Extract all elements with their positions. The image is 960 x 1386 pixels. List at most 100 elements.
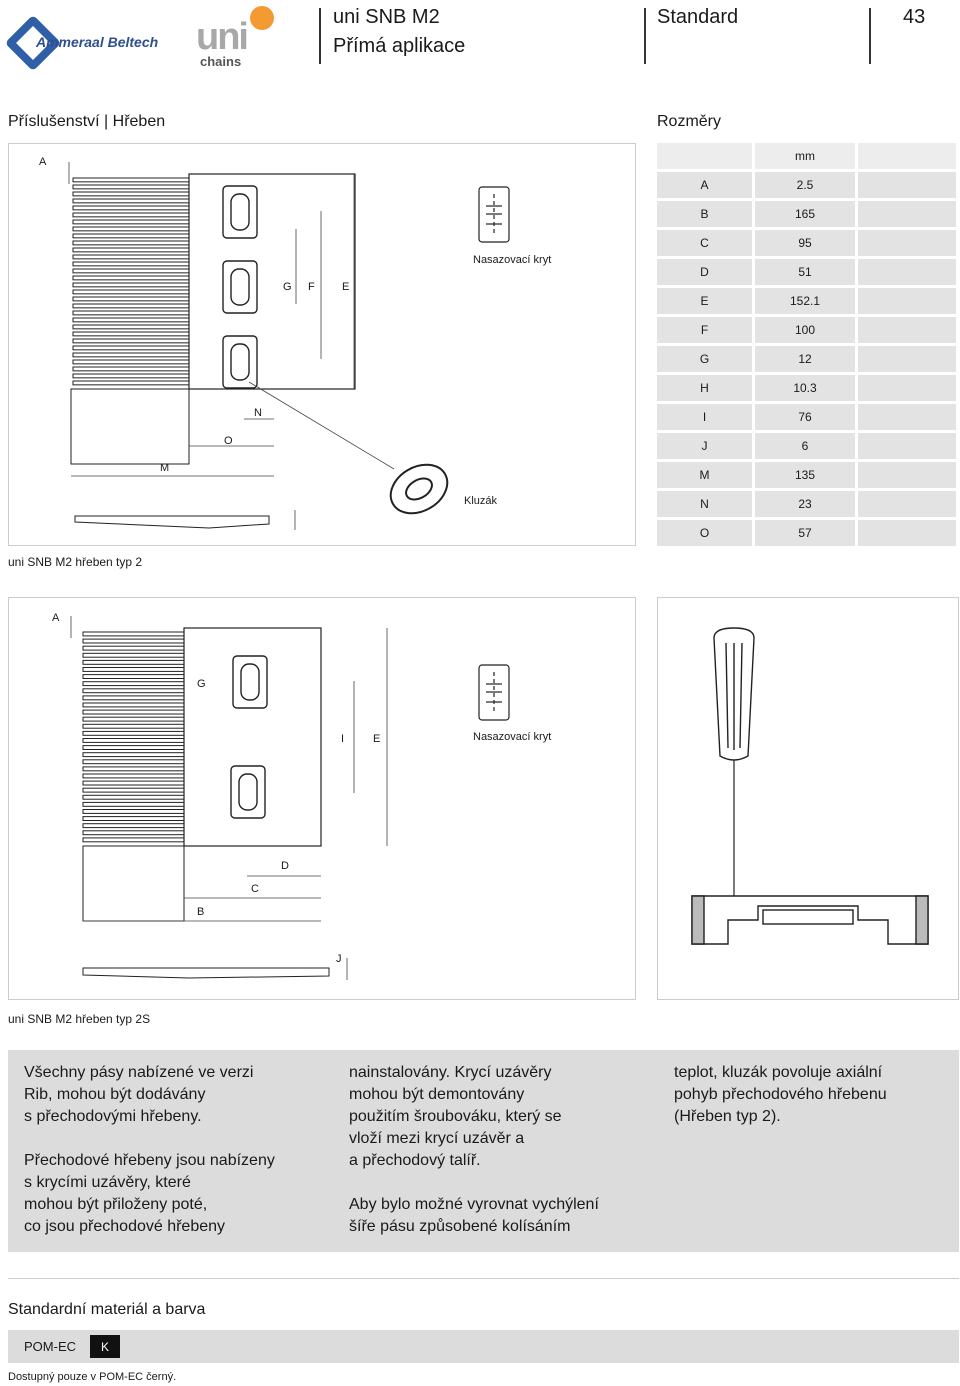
dimension-blank [858, 259, 956, 285]
dim-label-a: A [52, 612, 60, 624]
page-header: Ammeraal Beltech uni chains uni SNB M2 P… [0, 0, 960, 80]
dimension-value: 12 [755, 346, 855, 372]
comb-tooth [82, 816, 187, 822]
cover-cap-label: Nasazovací kryt [473, 254, 552, 266]
comb-tooth [72, 373, 192, 379]
product-subtitle: Přímá aplikace [333, 35, 466, 57]
comb-tooth [72, 247, 192, 253]
comb-tooth [72, 198, 192, 204]
page-number: 43 [903, 6, 926, 28]
material-row: POM-EC K [8, 1330, 959, 1363]
comb-tooth [72, 191, 192, 197]
uni-chains-logo: uni chains [196, 6, 286, 70]
dimension-key: A [657, 172, 752, 198]
comb-tooth [72, 352, 192, 358]
accessories-section-title: Příslušenství | Hřeben [8, 113, 166, 130]
comb-tooth [72, 338, 192, 344]
cover-cap-icon [478, 186, 510, 243]
ammeraal-logo-text: Ammeraal Beltech [36, 34, 159, 50]
comb-tooth [72, 303, 192, 309]
color-code: K [100, 1339, 109, 1354]
fig1-caption: uni SNB M2 hřeben typ 2 [8, 555, 143, 569]
comb-tooth [72, 366, 192, 372]
comb-tooth [72, 289, 192, 295]
cover-cap-icon [478, 664, 510, 721]
comb-tooth [82, 652, 187, 658]
color-swatch: K [90, 1335, 120, 1358]
dimension-blank [858, 172, 956, 198]
dim-label-e: E [342, 281, 350, 293]
dimensions-section-title: Rozměry [657, 113, 722, 130]
comb-tooth [82, 730, 187, 736]
comb-tooth [82, 830, 187, 836]
dimension-key: O [657, 520, 752, 546]
dimension-value: 95 [755, 230, 855, 256]
dimension-key: G [657, 346, 752, 372]
header-divider [644, 8, 646, 64]
dimension-lines [70, 616, 388, 922]
comb-type2-drawing: A G F E N O M Nasazovací kryt Kluzák [8, 143, 636, 546]
description-col-3: teplot, kluzák povoluje axiální pohyb př… [674, 1064, 887, 1125]
dimension-value: 152.1 [755, 288, 855, 314]
comb-tooth [72, 296, 192, 302]
dim-label-o: O [224, 435, 233, 447]
material-section-title: Standardní materiál a barva [8, 1301, 206, 1318]
comb-tooth [82, 667, 187, 672]
dimension-blank [858, 520, 956, 546]
dimension-key: I [657, 404, 752, 430]
comb-tooth [72, 219, 192, 225]
dimension-blank [858, 491, 956, 517]
description-panel: Všechny pásy nabízené ve verzi Rib, moho… [8, 1050, 959, 1252]
dimension-key: D [657, 259, 752, 285]
dimension-key: C [657, 230, 752, 256]
dim-label-e: E [373, 733, 381, 745]
dimension-key: N [657, 491, 752, 517]
material-name: POM-EC [24, 1339, 76, 1354]
comb-tooth [72, 282, 192, 288]
uni-logo-text: uni [196, 16, 249, 58]
dimension-key: E [657, 288, 752, 314]
comb-tooth [72, 345, 192, 351]
dimensions-header-blank [858, 143, 956, 169]
dim-label-j: J [336, 953, 342, 965]
uni-logo-dot-icon [250, 6, 274, 30]
comb-tooth [82, 716, 187, 722]
comb-tooth [72, 268, 192, 274]
comb-tooth [82, 752, 187, 758]
header-divider [319, 8, 321, 64]
comb-tooth [82, 695, 187, 701]
comb-side-profile [74, 515, 270, 529]
comb-tooth [82, 659, 187, 665]
cover-section-icon [691, 895, 929, 945]
comb-tooth [82, 709, 187, 715]
dimension-key: M [657, 462, 752, 488]
dimension-key: J [657, 433, 752, 459]
dimension-value: 23 [755, 491, 855, 517]
comb-tooth [72, 233, 192, 239]
comb-tooth [82, 766, 187, 772]
dimension-value: 6 [755, 433, 855, 459]
dim-label-d: D [281, 860, 289, 872]
dimension-blank [858, 317, 956, 343]
material-note: Dostupný pouze v POM-EC černý. [8, 1371, 177, 1383]
dim-label-c: C [251, 883, 259, 895]
dimension-value: 10.3 [755, 375, 855, 401]
comb-tooth [72, 205, 192, 211]
dimension-lines [68, 162, 395, 477]
comb-tooth [72, 359, 192, 365]
dimension-value: 135 [755, 462, 855, 488]
dimension-key: F [657, 317, 752, 343]
comb-tooth [82, 823, 187, 829]
comb-plate [183, 627, 322, 847]
dimension-key: B [657, 201, 752, 227]
comb-tooth [72, 254, 192, 260]
comb-type2s-drawing: A G I E D C B J Nasazovací kryt [8, 597, 636, 1000]
description-col-2: nainstalovány. Krycí uzávěry mohou být d… [349, 1064, 599, 1235]
comb-tooth [82, 745, 187, 751]
